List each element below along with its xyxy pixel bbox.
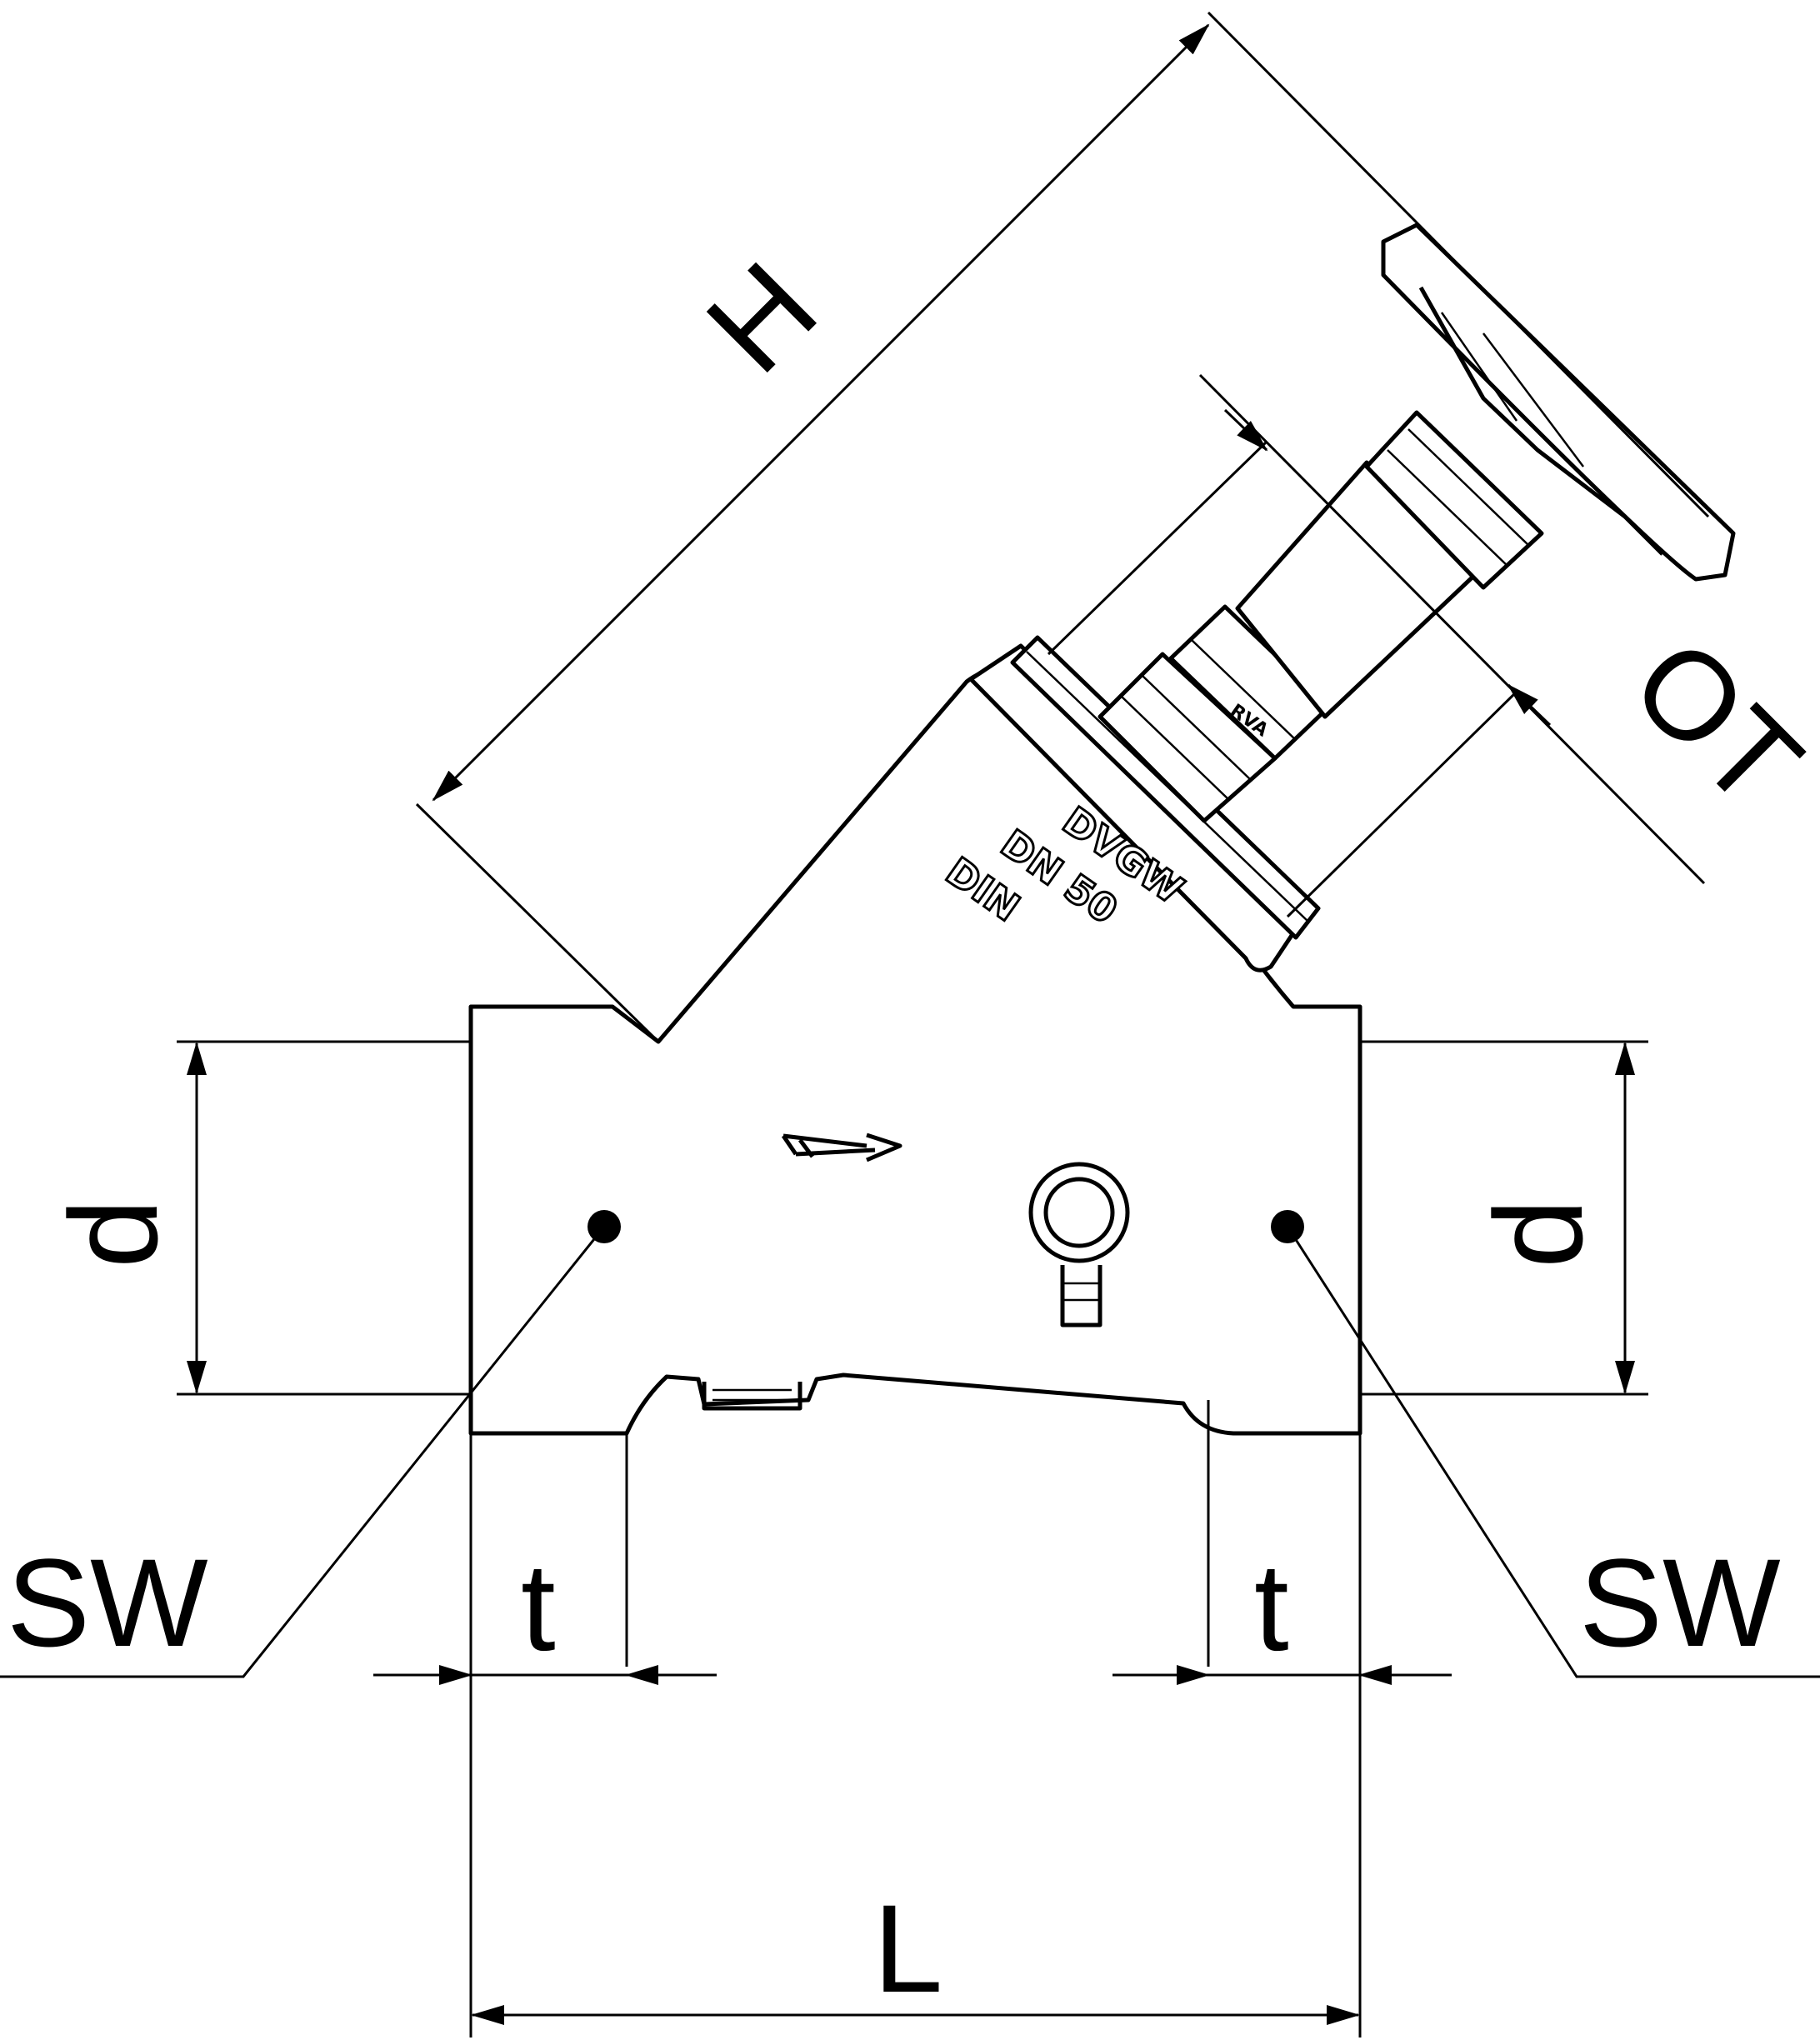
bottom-drain-recess [702, 1382, 802, 1411]
spindle-hex-nut [1364, 410, 1544, 590]
label-h: H [680, 236, 842, 398]
dimension-d-right [1360, 1040, 1648, 1396]
dimension-t-left [373, 1433, 717, 2038]
sw-right-leader [1286, 1226, 1820, 1678]
label-d-left: d [43, 1199, 183, 1268]
flow-arrow-icon [781, 1132, 902, 1162]
drain-fitting-icon [1028, 1162, 1130, 1328]
bottom-drain-recess-detail [712, 1388, 792, 1402]
dimension-t-right [1112, 1400, 1452, 2038]
label-d-right: d [1468, 1199, 1608, 1268]
label-t-right: t [1254, 1537, 1289, 1677]
label-l: L [873, 1878, 942, 2018]
label-ot: OT [1606, 612, 1820, 833]
sw-left-leader [0, 1226, 606, 1678]
dimension-d-left [177, 1040, 471, 1396]
label-sw-right: SW [1579, 1532, 1781, 1672]
dimension-h [415, 11, 1710, 1043]
label-sw-left: SW [7, 1532, 208, 1672]
label-t-left: t [521, 1537, 556, 1677]
handwheel-hub [1418, 286, 1664, 556]
dimension-ot [1047, 373, 1706, 918]
